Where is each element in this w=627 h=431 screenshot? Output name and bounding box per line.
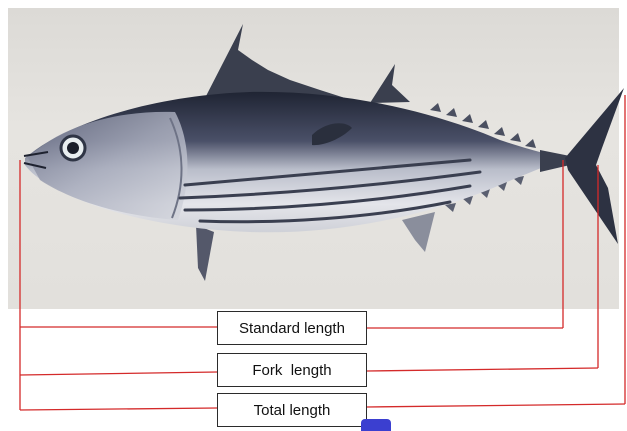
- standard-length-label: Standard length: [217, 311, 367, 345]
- anal-fin: [402, 212, 435, 252]
- caudal-fin: [565, 88, 624, 244]
- total-length-label: Total length: [217, 393, 367, 427]
- first-dorsal-fin: [205, 24, 345, 98]
- fish-head: [28, 112, 187, 220]
- caudal-peduncle: [540, 150, 570, 172]
- pelvic-fin: [196, 225, 214, 281]
- fork-length-label: Fork length: [217, 353, 367, 387]
- second-dorsal-fin: [370, 64, 410, 103]
- corner-badge: [361, 419, 391, 431]
